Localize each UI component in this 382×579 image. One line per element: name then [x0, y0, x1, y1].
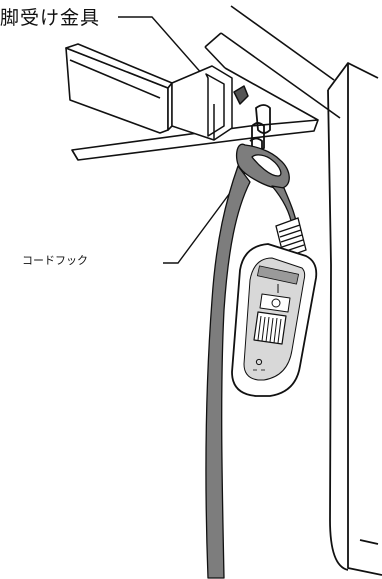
table-leg — [328, 63, 382, 575]
temperature-controller — [232, 244, 316, 396]
table-rail-upper — [66, 44, 172, 133]
